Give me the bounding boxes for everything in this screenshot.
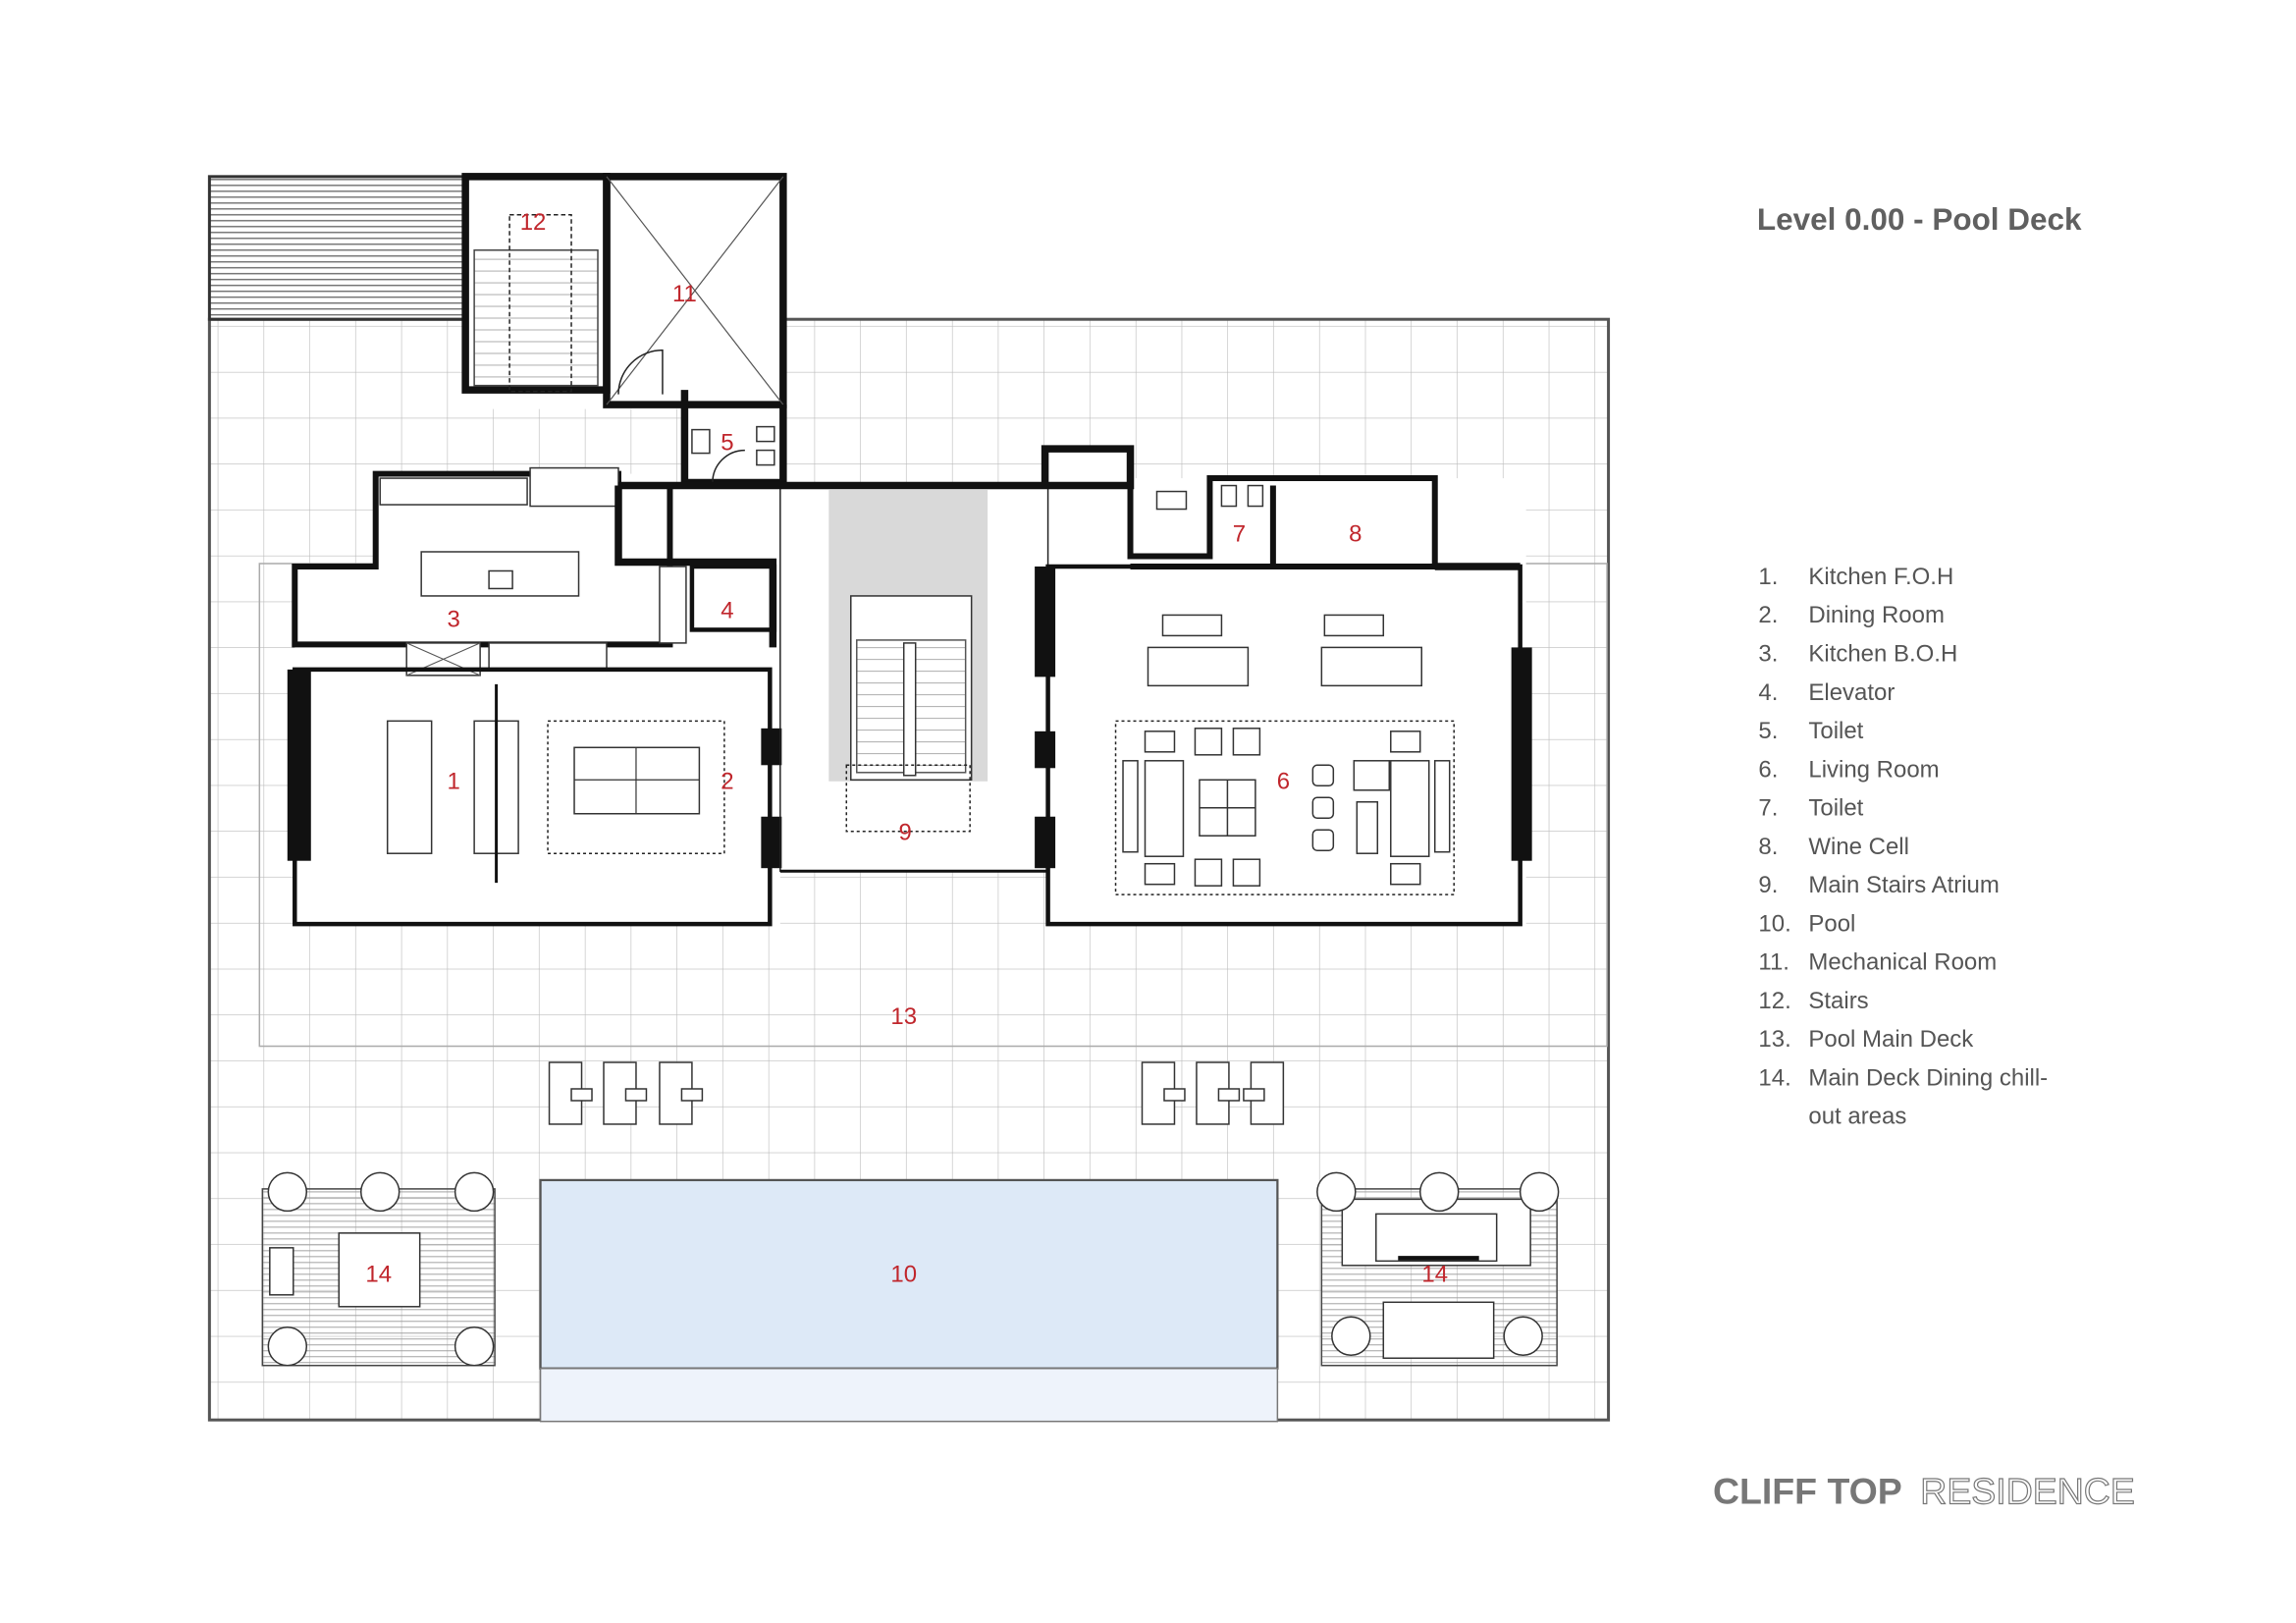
legend-label: Pool <box>1808 910 1855 937</box>
legend-label: Mechanical Room <box>1808 949 1997 976</box>
room-number-label: 14 <box>365 1261 392 1287</box>
legend-number: 7. <box>1758 795 1778 822</box>
legend-number: 2. <box>1758 602 1778 628</box>
legend-label: Elevator <box>1808 679 1895 706</box>
legend-item: 9. Main Stairs Atrium <box>1758 872 1999 898</box>
legend-item: 2. Dining Room <box>1758 602 1945 628</box>
legend-label: Main Stairs Atrium <box>1808 872 1999 898</box>
cliff-top-residence-logo: CLIFF TOP RESIDENCE <box>1713 1470 2135 1512</box>
room-number-label: 5 <box>721 430 733 457</box>
logo-light-text: RESIDENCE <box>1920 1471 2135 1512</box>
legend-item: out areas <box>1808 1104 1906 1130</box>
room-number-label: 9 <box>899 820 912 846</box>
legend-item: 3. Kitchen B.O.H <box>1758 640 1957 667</box>
room-number-label: 12 <box>520 209 547 236</box>
logo-bold-text: CLIFF TOP <box>1713 1471 1902 1512</box>
legend-label: Toilet <box>1808 718 1863 744</box>
legend-item: 6. Living Room <box>1758 756 1939 783</box>
legend-number: 13. <box>1758 1026 1790 1053</box>
legend-item: 10. Pool <box>1758 910 1855 937</box>
legend-label: Dining Room <box>1808 602 1945 628</box>
legend-number: 14. <box>1758 1064 1790 1091</box>
legend-label: Toilet <box>1808 795 1863 822</box>
room-number-label: 2 <box>721 768 733 794</box>
legend-label: Pool Main Deck <box>1808 1026 1974 1053</box>
legend-item: 4. Elevator <box>1758 679 1895 706</box>
mechanical-room <box>603 173 787 408</box>
pool <box>539 1178 1279 1423</box>
stairs-block <box>461 173 611 394</box>
corridor-walls <box>614 445 1135 648</box>
room-number-label: 8 <box>1349 520 1362 547</box>
legend-number: 12. <box>1758 988 1790 1014</box>
room-number-label: 3 <box>447 606 459 632</box>
room-number-label: 11 <box>672 281 697 307</box>
sun-loungers <box>548 1061 1285 1125</box>
legend-item: 14. Main Deck Dining chill- <box>1758 1064 2048 1091</box>
sheet-title: Level 0.00 - Pool Deck <box>1757 202 2082 237</box>
legend-label: Living Room <box>1808 756 1939 783</box>
room-number-label: 14 <box>1421 1261 1448 1287</box>
living-room <box>1035 563 1532 927</box>
legend-number: 8. <box>1758 834 1778 860</box>
legend-item: 8. Wine Cell <box>1758 834 1909 860</box>
room-number-label: 4 <box>721 597 733 623</box>
legend-item: 7. Toilet <box>1758 795 1863 822</box>
room-number-label: 1 <box>447 768 459 794</box>
legend-number: 9. <box>1758 872 1778 898</box>
room-legend: 1. Kitchen F.O.H 2. Dining Room 3. Kitchen B.… <box>1758 564 2048 1130</box>
legend-label: Kitchen F.O.H <box>1808 564 1953 590</box>
dining-chill-out-right <box>1316 1171 1560 1367</box>
legend-number: 6. <box>1758 756 1778 783</box>
legend-number: 3. <box>1758 640 1778 667</box>
legend-item: 11. Mechanical Room <box>1758 949 1997 976</box>
dining-chill-out-left <box>261 1171 496 1367</box>
kitchen-foh-dining-room <box>287 667 782 927</box>
legend-item: 5. Toilet <box>1758 718 1863 744</box>
room-number-label: 7 <box>1233 520 1246 547</box>
room-number-label: 6 <box>1277 768 1290 794</box>
legend-item: 13. Pool Main Deck <box>1758 1026 1974 1053</box>
legend-label: Stairs <box>1808 988 1868 1014</box>
legend-number: 1. <box>1758 564 1778 590</box>
room-number-label: 10 <box>890 1261 917 1287</box>
legend-item: 1. Kitchen F.O.H <box>1758 564 1953 590</box>
legend-item: 12. Stairs <box>1758 988 1868 1014</box>
room-number-label: 13 <box>890 1003 917 1030</box>
legend-label: Wine Cell <box>1808 834 1909 860</box>
legend-label: out areas <box>1808 1104 1906 1130</box>
legend-label: Kitchen B.O.H <box>1808 640 1957 667</box>
louvered-roof <box>207 175 467 321</box>
main-stairs-atrium <box>779 484 1049 873</box>
legend-number: 5. <box>1758 718 1778 744</box>
legend-number: 4. <box>1758 679 1778 706</box>
legend-number: 11. <box>1758 949 1789 976</box>
legend-label: Main Deck Dining chill- <box>1808 1064 2048 1091</box>
legend-number: 10. <box>1758 910 1790 937</box>
